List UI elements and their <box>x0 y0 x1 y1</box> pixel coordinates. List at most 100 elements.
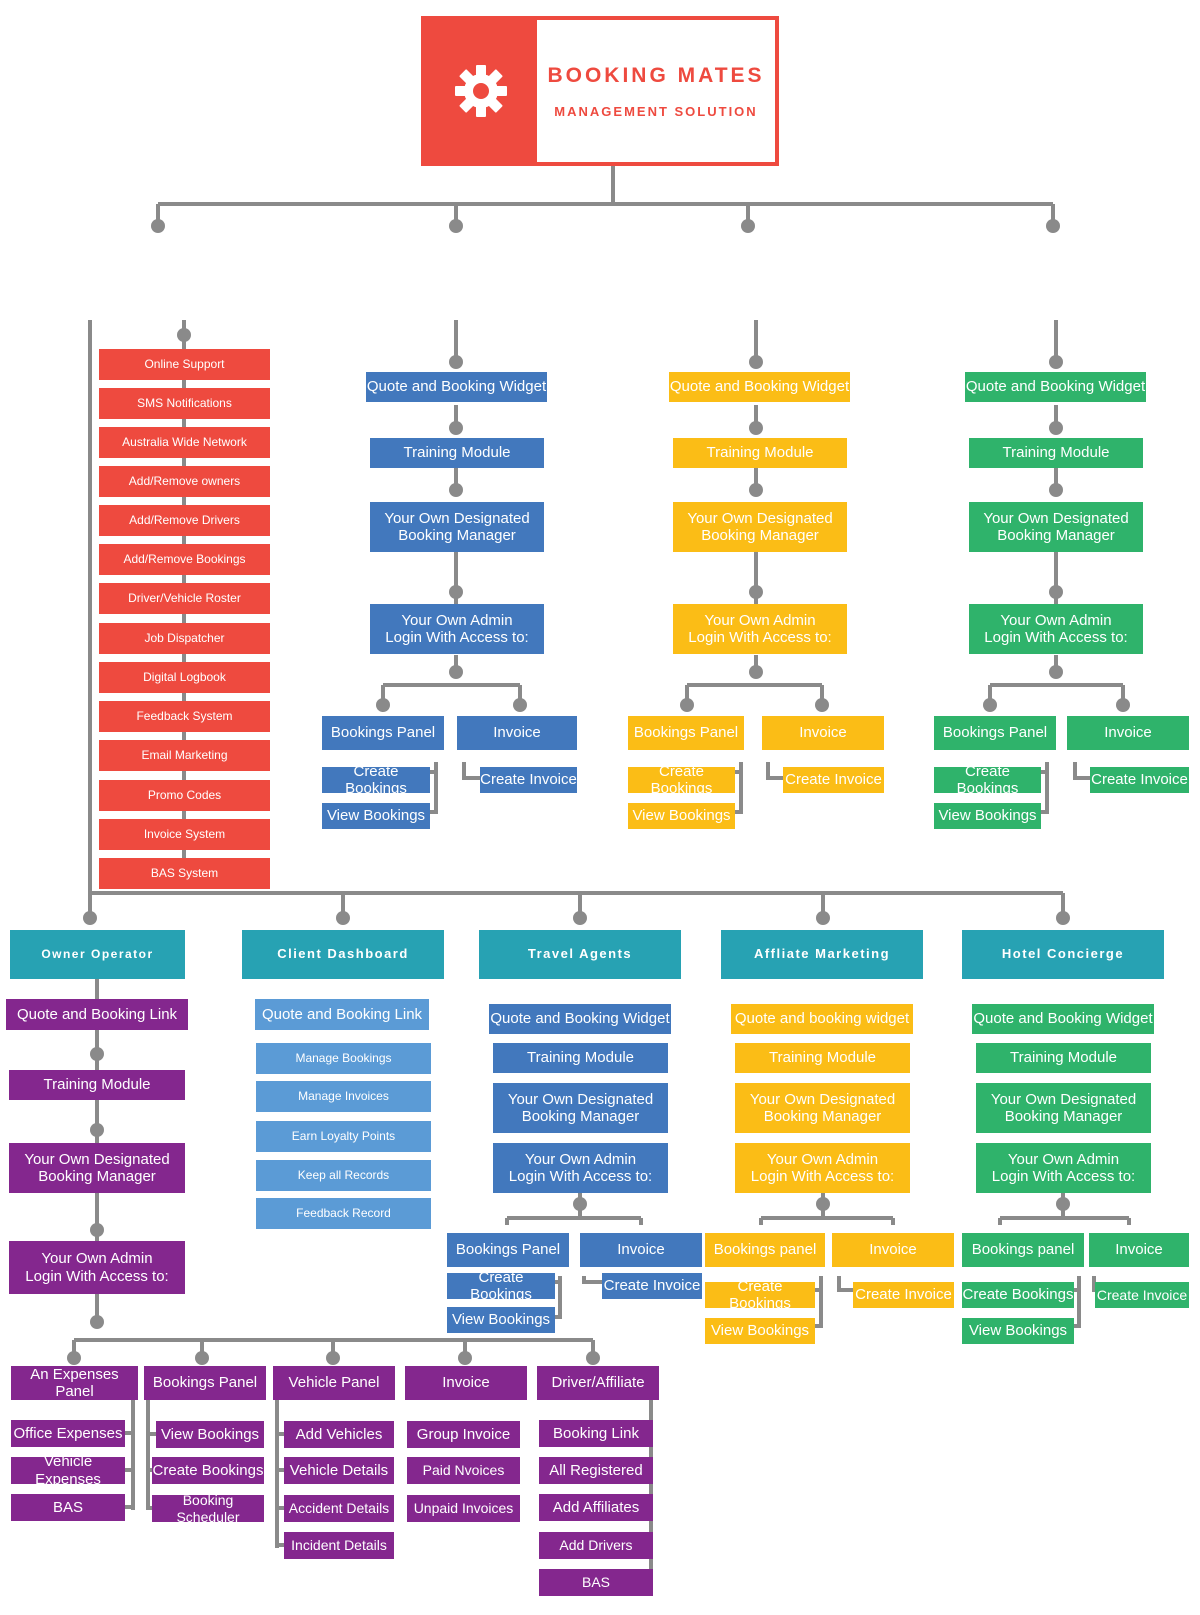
booking-scheduler: Booking Scheduler <box>152 1495 264 1522</box>
feature-item: Driver/Vehicle Roster <box>99 583 270 614</box>
feature-item: Promo Codes <box>99 780 270 811</box>
quote-booking-widget: Quote and Booking Widget <box>965 372 1146 402</box>
view-bookings: View Bookings <box>628 803 735 829</box>
accident-details: Accident Details <box>284 1495 394 1522</box>
bookings-panel: Bookings Panel <box>322 716 444 750</box>
brand-subtitle: MANAGEMENT SOLUTION <box>554 104 758 119</box>
affiliate-marketing-header: Affliate Marketing <box>721 930 923 979</box>
create-invoice: Create Invoice <box>1090 767 1189 793</box>
booking-manager: Your Own Designated Booking Manager <box>673 502 847 552</box>
brand-logo: BOOKING MATES MANAGEMENT SOLUTION <box>421 16 779 166</box>
bookings-panel: Bookings Panel <box>144 1366 266 1400</box>
admin-login: Your Own Admin Login With Access to: <box>370 604 544 654</box>
bookings-panel: Bookings Panel <box>447 1233 569 1267</box>
feature-item: Add/Remove owners <box>99 466 270 497</box>
gear-icon <box>455 65 507 117</box>
feature-item: Australia Wide Network <box>99 427 270 458</box>
add-affiliates: Add Affiliates <box>539 1494 653 1521</box>
feature-item: Feedback System <box>99 701 270 732</box>
create-bookings: Create Bookings <box>322 767 430 793</box>
vehicle-details: Vehicle Details <box>284 1457 394 1484</box>
bas-item: BAS <box>11 1494 125 1521</box>
create-bookings: Create Bookings <box>447 1273 555 1299</box>
training-module: Training Module <box>735 1043 910 1073</box>
add-vehicles: Add Vehicles <box>284 1421 394 1448</box>
expenses-panel: An Expenses Panel <box>11 1366 138 1400</box>
view-bookings: View Bookings <box>447 1307 555 1333</box>
admin-login: Your Own Admin Login With Access to: <box>976 1143 1151 1193</box>
quote-booking-widget: Quote and Booking Widget <box>366 372 547 402</box>
feature-item: Email Marketing <box>99 740 270 771</box>
hotel-concierge-header: Hotel Concierge <box>962 930 1164 979</box>
booking-manager: Your Own Designated Booking Manager <box>969 502 1143 552</box>
paid-invoices: Paid Nvoices <box>407 1457 520 1484</box>
quote-booking-widget: Quote and Booking Widget <box>669 372 850 402</box>
bas-item: BAS <box>539 1569 653 1596</box>
view-bookings: View Bookings <box>322 803 430 829</box>
quote-booking-widget: Quote and Booking Widget <box>489 1004 671 1034</box>
training-module: Training Module <box>976 1043 1151 1073</box>
manage-bookings: Manage Bookings <box>256 1043 431 1074</box>
driver-affiliate-panel: Driver/Affiliate <box>537 1366 659 1400</box>
owner-operator-header: Owner Operator <box>10 930 185 979</box>
create-bookings: Create Bookings <box>962 1282 1074 1308</box>
feature-item: Job Dispatcher <box>99 623 270 654</box>
booking-manager: Your Own Designated Booking Manager <box>493 1083 668 1133</box>
all-registered: All Registered <box>539 1457 653 1484</box>
create-invoice: Create Invoice <box>480 767 577 793</box>
booking-link: Booking Link <box>539 1420 653 1447</box>
admin-login: Your Own Admin Login With Access to: <box>9 1241 185 1294</box>
training-module: Training Module <box>370 438 544 468</box>
feature-item: BAS System <box>99 858 270 889</box>
view-bookings: View Bookings <box>962 1318 1074 1344</box>
invoice-panel: Invoice <box>1089 1233 1189 1267</box>
invoice-panel: Invoice <box>762 716 884 750</box>
incident-details: Incident Details <box>284 1532 394 1559</box>
feature-item: Digital Logbook <box>99 662 270 693</box>
logo-icon-panel <box>425 20 537 162</box>
admin-login: Your Own Admin Login With Access to: <box>735 1143 910 1193</box>
invoice-panel: Invoice <box>832 1233 954 1267</box>
feedback-record: Feedback Record <box>256 1198 431 1229</box>
create-invoice: Create Invoice <box>602 1273 702 1299</box>
feature-item: Online Support <box>99 349 270 380</box>
bookings-panel: Bookings panel <box>962 1233 1084 1267</box>
admin-login: Your Own Admin Login With Access to: <box>493 1143 668 1193</box>
create-invoice: Create Invoice <box>853 1282 954 1308</box>
admin-login: Your Own Admin Login With Access to: <box>673 604 847 654</box>
create-bookings: Create Bookings <box>628 767 735 793</box>
feature-item: Add/Remove Bookings <box>99 544 270 575</box>
vehicle-expenses: Vehicle Expenses <box>11 1457 125 1484</box>
feature-item: SMS Notifications <box>99 388 270 419</box>
booking-manager: Your Own Designated Booking Manager <box>735 1083 910 1133</box>
travel-agents-header: Travel Agents <box>479 930 681 979</box>
manage-invoices: Manage Invoices <box>256 1081 431 1112</box>
feature-item: Add/Remove Drivers <box>99 505 270 536</box>
create-bookings: Create Bookings <box>705 1282 815 1308</box>
bookings-panel: Bookings Panel <box>934 716 1056 750</box>
bookings-panel: Bookings Panel <box>628 716 744 750</box>
view-bookings: View Bookings <box>156 1421 264 1448</box>
create-invoice: Create Invoice <box>783 767 884 793</box>
training-module: Training Module <box>673 438 847 468</box>
invoice-panel: Invoice <box>1067 716 1189 750</box>
training-module: Training Module <box>969 438 1143 468</box>
earn-loyalty-points: Earn Loyalty Points <box>256 1121 431 1152</box>
office-expenses: Office Expenses <box>11 1420 125 1447</box>
view-bookings: View Bookings <box>705 1318 815 1344</box>
admin-login: Your Own Admin Login With Access to: <box>969 604 1143 654</box>
bookings-panel: Bookings panel <box>705 1233 825 1267</box>
training-module: Training Module <box>9 1070 185 1100</box>
group-invoice: Group Invoice <box>407 1421 520 1448</box>
unpaid-invoices: Unpaid Invoices <box>407 1495 520 1522</box>
invoice-panel: Invoice <box>405 1366 527 1400</box>
booking-manager: Your Own Designated Booking Manager <box>370 502 544 552</box>
client-dashboard-header: Client Dashboard <box>242 930 444 979</box>
quote-booking-widget: Quote and booking widget <box>731 1004 913 1034</box>
booking-manager: Your Own Designated Booking Manager <box>9 1143 185 1193</box>
add-drivers: Add Drivers <box>539 1532 653 1559</box>
training-module: Training Module <box>493 1043 668 1073</box>
create-invoice: Create Invoice <box>1095 1282 1189 1308</box>
invoice-panel: Invoice <box>457 716 577 750</box>
quote-booking-link: Quote and Booking Link <box>255 999 429 1030</box>
